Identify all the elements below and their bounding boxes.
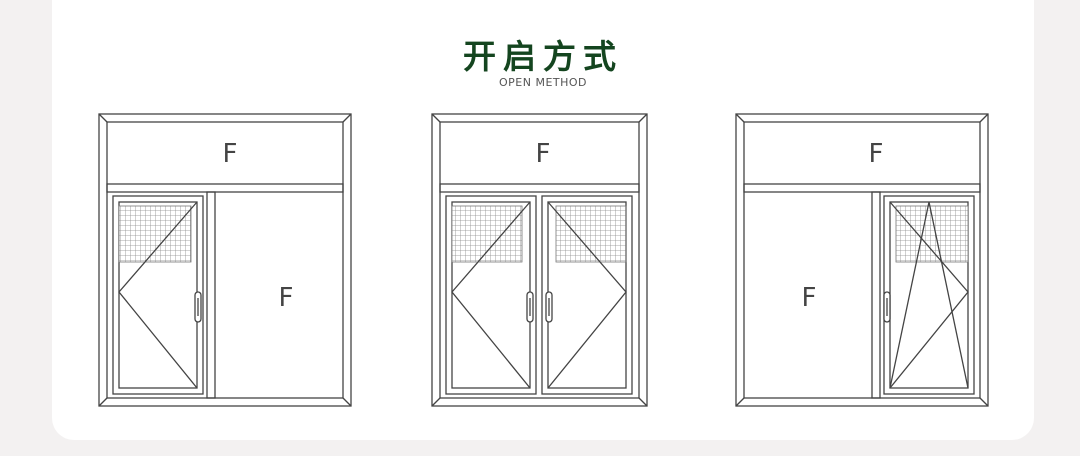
mullion — [871, 191, 881, 399]
window-tilt-turn — [735, 113, 989, 407]
content-card — [52, 0, 1034, 440]
opening-indicator — [451, 201, 531, 389]
transom-bar — [743, 183, 981, 193]
page-title: 开启方式 — [463, 37, 623, 76]
casement-sash-right — [541, 195, 633, 395]
tilt-indicator — [889, 201, 969, 389]
window-outer-frame — [735, 113, 989, 407]
window-single-casement — [98, 113, 352, 407]
screen-mesh — [555, 205, 627, 263]
screen-mesh — [895, 205, 969, 263]
window-inner-frame — [743, 121, 981, 399]
opening-indicator — [118, 201, 198, 389]
transom-fixed-label: F — [223, 139, 238, 169]
casement-sash-left — [445, 195, 537, 395]
opening-indicator — [547, 201, 627, 389]
transom-bar — [106, 183, 344, 193]
mullion — [206, 191, 216, 399]
window-inner-frame — [439, 121, 640, 399]
page-subtitle: OPEN METHOD — [498, 76, 588, 89]
fixed-pane-label: F — [802, 283, 817, 313]
window-double-casement — [431, 113, 648, 407]
screen-mesh — [451, 205, 523, 263]
fixed-pane-label: F — [279, 283, 294, 313]
casement-sash — [112, 195, 204, 395]
screen-mesh — [118, 205, 192, 263]
transom-fixed-label: F — [536, 139, 551, 169]
turn-indicator — [889, 201, 969, 389]
transom-bar — [439, 183, 640, 193]
window-inner-frame — [106, 121, 344, 399]
transom-fixed-label: F — [869, 139, 884, 169]
window-outer-frame — [431, 113, 648, 407]
window-outer-frame — [98, 113, 352, 407]
